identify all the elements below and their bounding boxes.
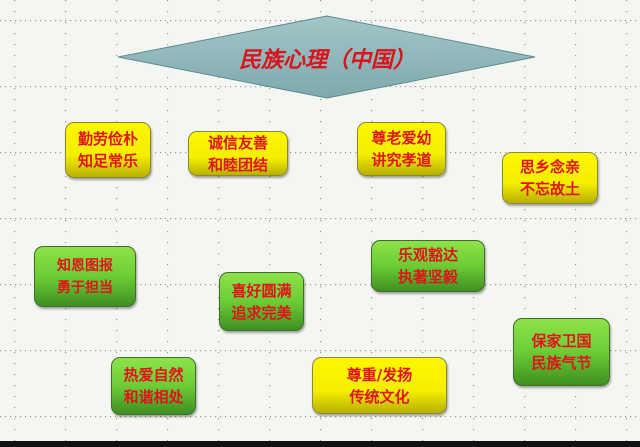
box-line: 喜好圆满	[231, 281, 292, 300]
box-line: 执著坚毅	[397, 268, 458, 286]
box-line: 保家卫国	[531, 332, 592, 350]
box-line: 思乡念亲	[519, 158, 580, 176]
bottom-border	[0, 441, 640, 447]
trait-box: 知恩图报 勇于担当	[34, 246, 136, 307]
box-line: 讲究孝道	[371, 151, 432, 169]
trait-box: 勤劳俭朴 知足常乐	[65, 122, 151, 178]
trait-box: 保家卫国 民族气节	[513, 318, 610, 386]
trait-box: 喜好圆满 追求完美	[219, 272, 304, 331]
box-line: 知恩图报	[57, 257, 113, 274]
box-line: 勤劳俭朴	[77, 130, 138, 148]
box-line: 传统文化	[349, 387, 410, 406]
box-line: 不忘故土	[519, 180, 580, 198]
box-line: 追求完美	[231, 303, 292, 322]
diagram-title: 民族心理（中国）	[238, 48, 415, 73]
box-line: 和谐相处	[123, 388, 184, 406]
box-line: 诚信友善	[207, 133, 268, 152]
trait-box: 热爱自然 和谐相处	[111, 357, 196, 415]
trait-box: 尊重/发扬 传统文化	[312, 357, 447, 414]
box-line: 和睦团结	[207, 155, 268, 174]
trait-box: 乐观豁达 执著坚毅	[371, 240, 485, 292]
trait-box: 思乡念亲 不忘故土	[502, 152, 598, 204]
box-line: 知足常乐	[77, 152, 138, 170]
box-line: 热爱自然	[123, 366, 184, 384]
trait-box: 诚信友善 和睦团结	[188, 131, 288, 176]
trait-box: 尊老爱幼 讲究孝道	[357, 122, 446, 176]
diamond-shape	[118, 15, 536, 99]
title-diamond: 民族心理（中国）	[118, 14, 536, 100]
box-line: 民族气节	[531, 354, 592, 372]
box-line: 乐观豁达	[397, 246, 458, 264]
box-line: 尊老爱幼	[371, 129, 432, 147]
box-line: 尊重/发扬	[346, 365, 413, 384]
box-line: 勇于担当	[57, 279, 113, 296]
